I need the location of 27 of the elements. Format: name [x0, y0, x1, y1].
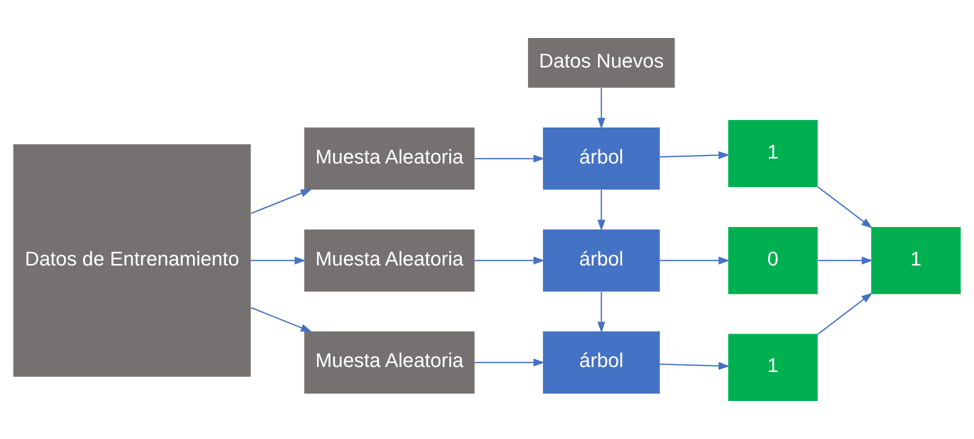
node-box: 0	[728, 226, 818, 294]
arrow	[597, 88, 606, 130]
node-box: 1	[728, 334, 818, 402]
node-box: 1	[871, 226, 961, 294]
arrow	[818, 256, 873, 264]
arrow	[660, 362, 730, 370]
arrow	[474, 358, 545, 366]
arrow	[660, 151, 730, 160]
arrow	[660, 256, 730, 264]
node-box: Datos de Entrenamiento	[13, 144, 251, 377]
arrow	[250, 189, 312, 214]
node-box: Muesta Aleatoria	[304, 229, 475, 292]
node-box: Muesta Aleatoria	[304, 331, 475, 394]
arrow	[818, 186, 873, 228]
arrow	[597, 190, 606, 231]
arrow	[474, 154, 545, 162]
node-box: árbol	[542, 331, 660, 394]
arrow	[818, 292, 873, 335]
node-box: Datos Nuevos	[528, 38, 675, 88]
arrow	[251, 256, 306, 264]
node-box: Muesta Aleatoria	[304, 128, 475, 190]
node-box: árbol	[542, 229, 660, 292]
arrow	[250, 307, 312, 332]
arrow	[474, 256, 545, 264]
arrow	[597, 292, 606, 333]
node-box: árbol	[542, 128, 660, 190]
node-box: 1	[728, 120, 818, 188]
